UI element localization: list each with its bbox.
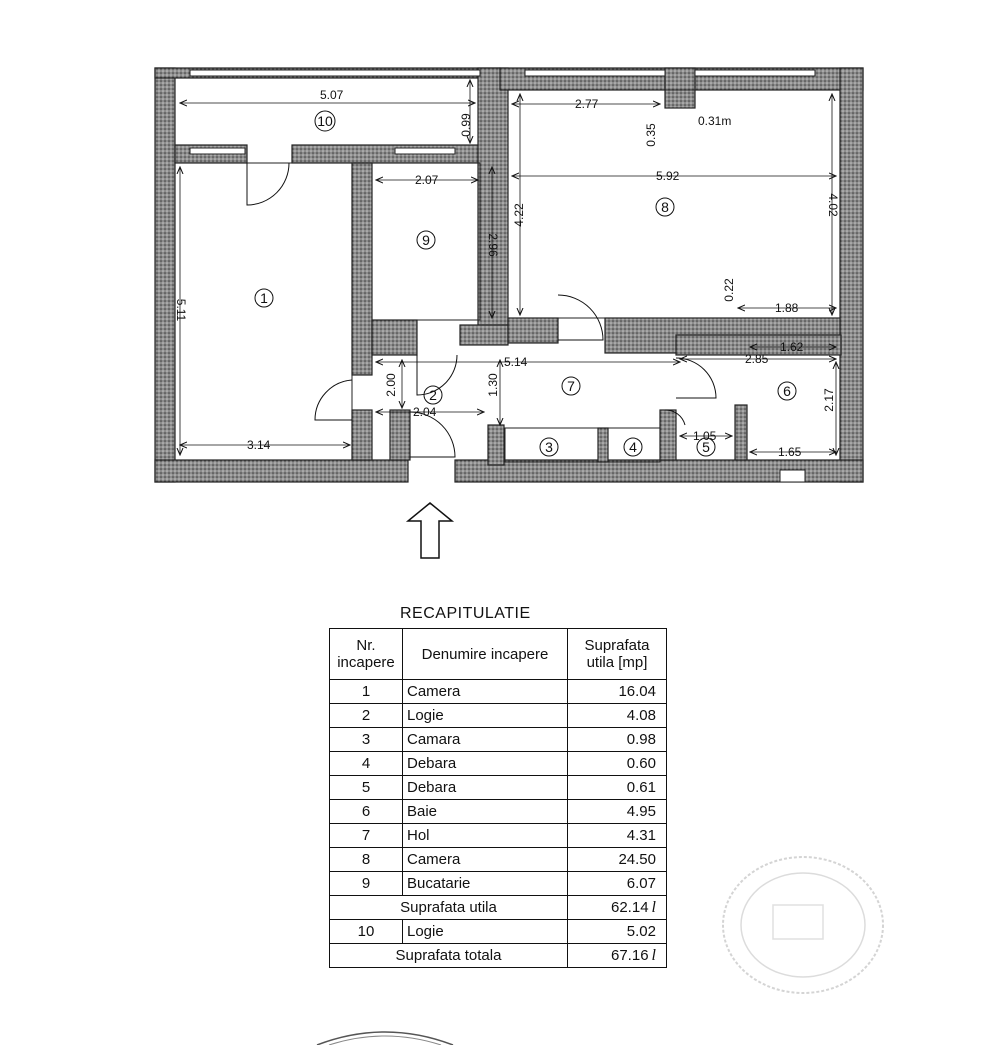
row-name: Logie — [402, 919, 568, 944]
row-area: 5.02 — [567, 919, 667, 944]
check-mark-icon: l — [651, 898, 656, 916]
row-name: Logie — [402, 703, 568, 728]
table-row: 6 Baie 4.95 — [329, 799, 667, 824]
floor-plan: 5.07 0.99 2.77 0.35 0.31m 5.92 4.02 4.22… — [154, 67, 864, 559]
room-2-number: 2 — [429, 387, 437, 403]
recap-header-row: Nr. incapere Denumire incapere Suprafata… — [329, 628, 667, 680]
row-name: Debara — [402, 751, 568, 776]
stamp-seal-icon — [722, 856, 884, 994]
dim-1-62: 1.62 — [780, 340, 804, 354]
dimension-labels: 5.07 0.99 2.77 0.35 0.31m 5.92 4.02 4.22… — [174, 88, 840, 459]
row-area: 0.60 — [567, 751, 667, 776]
row-area: 6.07 — [567, 871, 667, 896]
windows — [189, 69, 816, 483]
row-nr: 7 — [329, 823, 403, 848]
row-area: 4.08 — [567, 703, 667, 728]
row-name: Baie — [402, 799, 568, 824]
row-name: Hol — [402, 823, 568, 848]
dim-3-14: 3.14 — [247, 438, 271, 452]
row-area: 0.61 — [567, 775, 667, 800]
stamp-seal-bottom-icon — [316, 1031, 454, 1045]
subtotal-value: 62.14 — [611, 898, 649, 916]
room-outlines — [174, 89, 841, 463]
dim-5-07: 5.07 — [320, 88, 344, 102]
row-area: 4.95 — [567, 799, 667, 824]
room-5-number: 5 — [702, 439, 710, 455]
total-value: 67.16 — [611, 946, 649, 964]
row-name: Camera — [402, 847, 568, 872]
dim-0-31m: 0.31m — [698, 114, 731, 128]
dim-2-85: 2.85 — [745, 352, 769, 366]
row-name: Debara — [402, 775, 568, 800]
room-1-number: 1 — [260, 290, 268, 306]
row-nr: 2 — [329, 703, 403, 728]
dim-1-88: 1.88 — [775, 301, 799, 315]
row-area: 4.31 — [567, 823, 667, 848]
row-nr: 10 — [329, 919, 403, 944]
dim-2-04: 2.04 — [413, 405, 437, 419]
recap-table: Nr. incapere Denumire incapere Suprafata… — [329, 628, 667, 968]
dim-0-22: 0.22 — [722, 278, 736, 302]
table-row: 10 Logie 5.02 — [329, 919, 667, 944]
row-nr: 8 — [329, 847, 403, 872]
header-nr: Nr. incapere — [329, 628, 403, 680]
room-9-number: 9 — [422, 232, 430, 248]
entrance-arrow-icon — [405, 502, 455, 559]
dim-2-00: 2.00 — [384, 373, 398, 397]
table-row: 1 Camera 16.04 — [329, 679, 667, 704]
dim-0-99: 0.99 — [459, 113, 473, 137]
dim-5-92: 5.92 — [656, 169, 680, 183]
walls — [154, 67, 864, 483]
dim-2-07: 2.07 — [415, 173, 439, 187]
table-row: 8 Camera 24.50 — [329, 847, 667, 872]
room-3-number: 3 — [545, 439, 553, 455]
dimension-lines — [180, 80, 836, 455]
dim-5-11: 5.11 — [174, 299, 188, 322]
row-area: 0.98 — [567, 727, 667, 752]
check-mark-icon: l — [651, 946, 656, 964]
dim-1-30: 1.30 — [486, 373, 500, 397]
row-area: 16.04 — [567, 679, 667, 704]
dim-5-14: 5.14 — [504, 355, 528, 369]
dim-0-35: 0.35 — [644, 123, 658, 147]
row-name: Camara — [402, 727, 568, 752]
room-4-number: 4 — [629, 439, 637, 455]
row-name: Camera — [402, 679, 568, 704]
room-numbers: 1 2 3 4 5 6 7 8 9 10 — [260, 113, 791, 455]
row-nr: 4 — [329, 751, 403, 776]
row-nr: 9 — [329, 871, 403, 896]
row-area: 24.50 — [567, 847, 667, 872]
row-nr: 1 — [329, 679, 403, 704]
table-row: 4 Debara 0.60 — [329, 751, 667, 776]
row-nr: 5 — [329, 775, 403, 800]
table-row: 3 Camara 0.98 — [329, 727, 667, 752]
room-10-number: 10 — [317, 113, 333, 129]
table-row: 7 Hol 4.31 — [329, 823, 667, 848]
row-nr: 6 — [329, 799, 403, 824]
dim-2-96: 2.96 — [486, 233, 500, 257]
room-6-number: 6 — [783, 383, 791, 399]
room-8-number: 8 — [661, 199, 669, 215]
dim-4-22: 4.22 — [512, 203, 526, 227]
dim-4-02: 4.02 — [826, 193, 840, 217]
dim-2-17: 2.17 — [822, 388, 836, 412]
dim-2-77: 2.77 — [575, 97, 599, 111]
dim-1-65: 1.65 — [778, 445, 802, 459]
header-name: Denumire incapere — [402, 628, 568, 680]
subtotal-label: Suprafata utila — [329, 895, 568, 920]
header-area: Suprafata utila [mp] — [567, 628, 667, 680]
table-row: 2 Logie 4.08 — [329, 703, 667, 728]
room-7-number: 7 — [567, 378, 575, 394]
table-row: 5 Debara 0.61 — [329, 775, 667, 800]
room-number-markers — [254, 110, 797, 457]
recap-title: RECAPITULATIE — [400, 605, 531, 622]
table-row: 9 Bucatarie 6.07 — [329, 871, 667, 896]
row-nr: 3 — [329, 727, 403, 752]
row-name: Bucatarie — [402, 871, 568, 896]
total-label: Suprafata totala — [329, 943, 568, 968]
